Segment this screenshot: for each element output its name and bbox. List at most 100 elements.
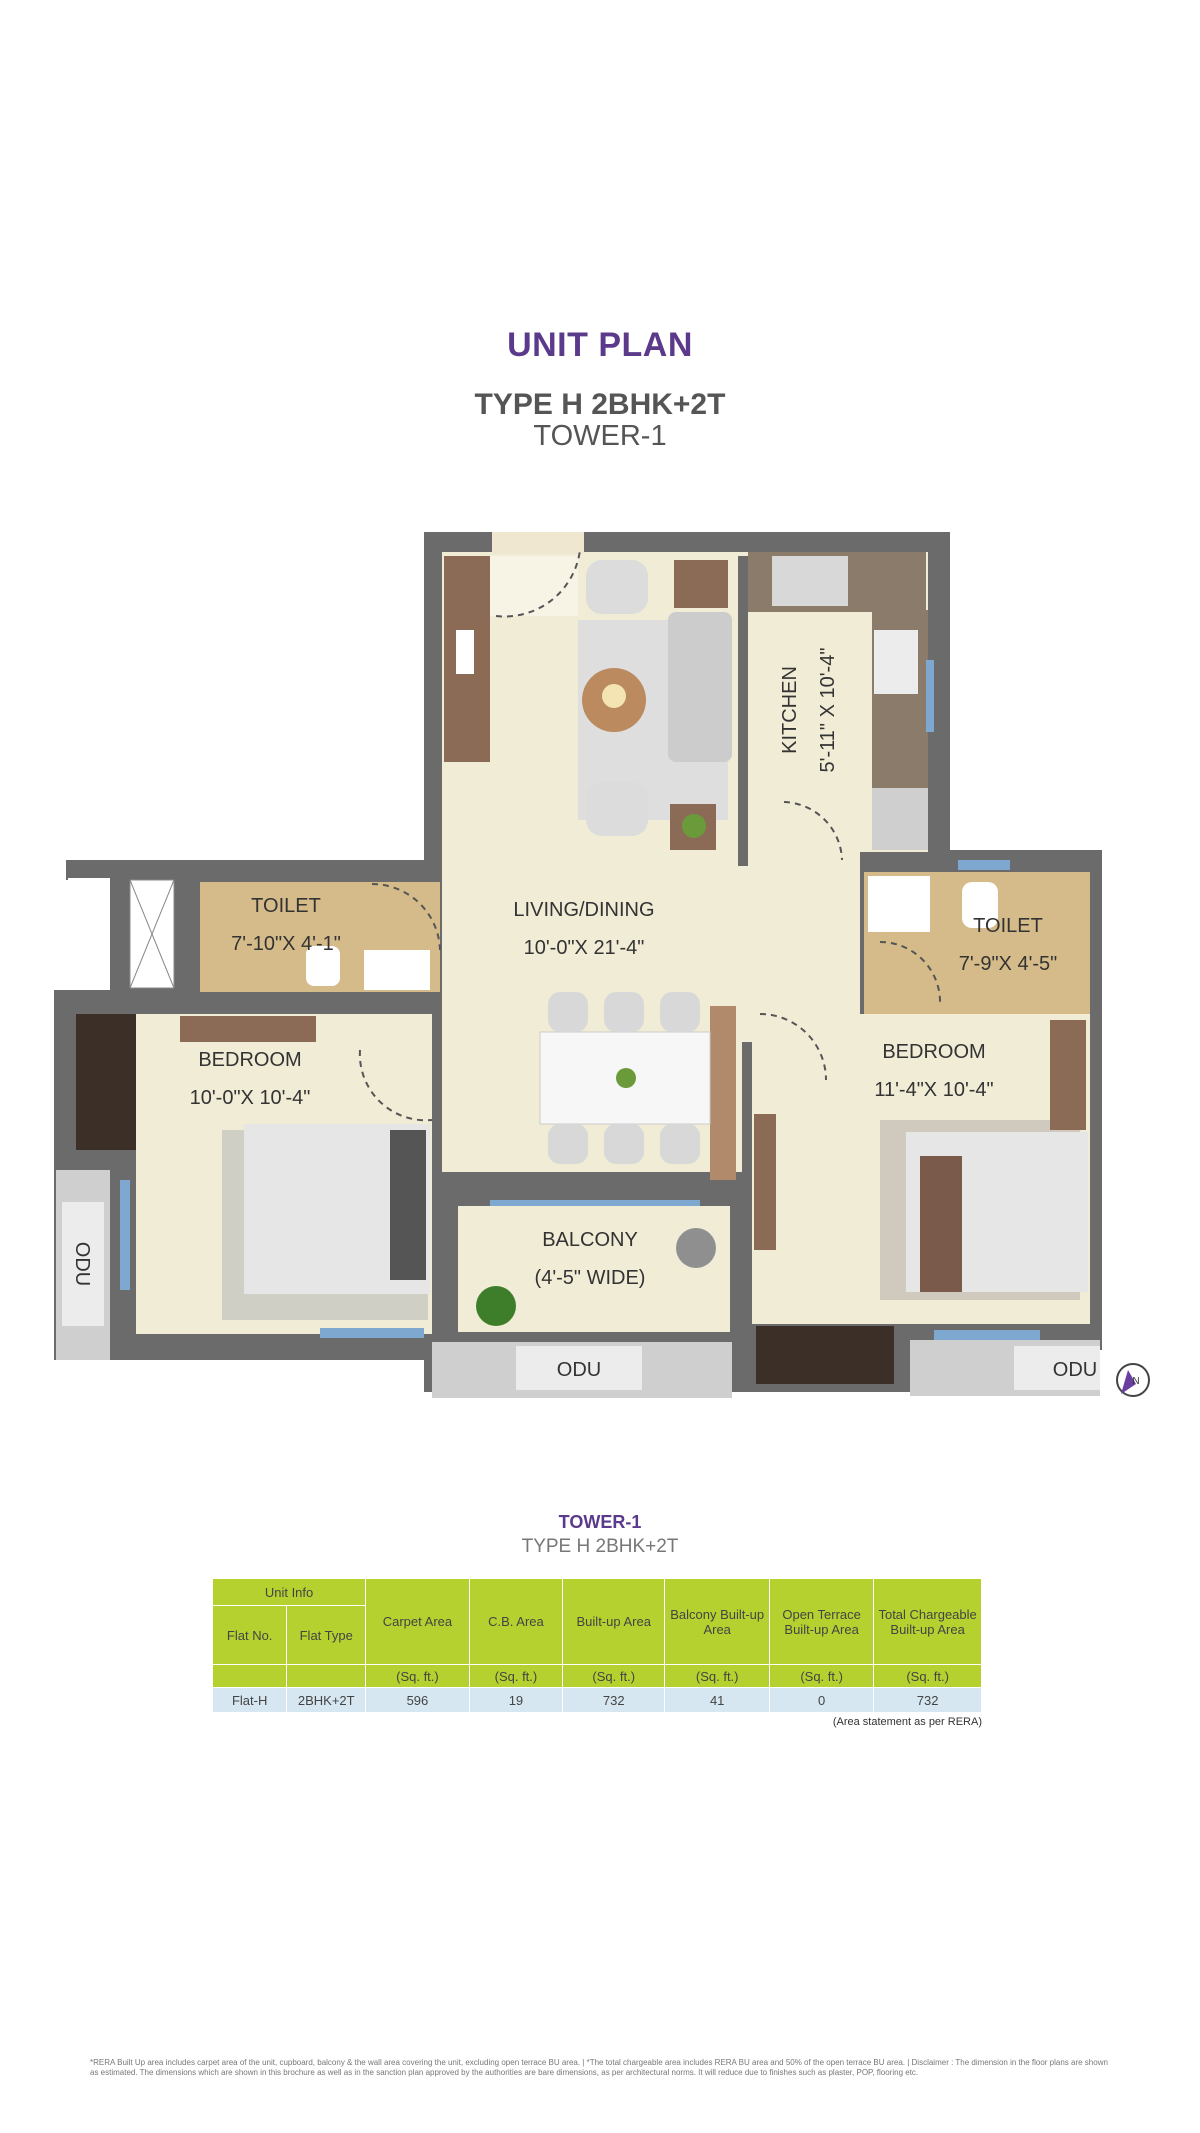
fridge: [872, 788, 928, 850]
table-subtitle: TYPE H 2BHK+2T: [521, 1536, 679, 1557]
odu-centre-unit: [516, 1346, 642, 1390]
entrance-door-swing: [495, 549, 581, 618]
balcony-chair: [676, 1228, 716, 1268]
label-balcony: BALCONY: [542, 1229, 638, 1251]
header-balcony-builtup-area: Balcony Built-up Area: [664, 1578, 771, 1665]
dining-chair-6: [660, 1124, 700, 1164]
toilet-right-window: [958, 860, 1010, 870]
coffee-table-decor: [602, 684, 626, 708]
compass-ring: [1116, 1363, 1150, 1397]
header-carpet-area: Carpet Area: [365, 1578, 470, 1665]
unit-info-header: Unit Info: [211, 1578, 367, 1606]
bedroom-right-dresser: [754, 1114, 776, 1250]
header-flat-no: Flat No.: [211, 1605, 288, 1665]
area-statement-table: Unit Info Carpet Area C.B. Area Built-up…: [211, 1578, 982, 1713]
plant-living: [682, 814, 706, 838]
bed-right-runner: [920, 1156, 962, 1292]
label-toilet-right: TOILET: [973, 915, 1043, 937]
size-bedroom-right: 11'-4"X 10'-4": [874, 1079, 993, 1101]
side-table-top: [674, 560, 728, 608]
unit-cell-builtup: (Sq. ft.): [562, 1664, 666, 1688]
cell-balcony-area: 41: [664, 1687, 771, 1713]
toilet-left-door-swing: [371, 883, 441, 951]
cell-flat-no: Flat-H: [211, 1687, 288, 1713]
unit-cell-carpet: (Sq. ft.): [365, 1664, 470, 1688]
size-balcony: (4'-5" WIDE): [535, 1267, 646, 1289]
balcony-sliding-door: [490, 1200, 700, 1206]
toilet-right-wc: [962, 882, 998, 928]
balcony-plant: [476, 1286, 516, 1326]
label-odu-centre: ODU: [557, 1359, 601, 1381]
compass-arrow: [1121, 1370, 1136, 1394]
bedroom-right-window: [934, 1330, 1040, 1340]
kitchen-wall: [738, 556, 748, 866]
unit-cell-total: (Sq. ft.): [873, 1664, 982, 1688]
label-bedroom-right: BEDROOM: [882, 1041, 985, 1063]
dining-table: [539, 1031, 711, 1125]
toilet-left-wc: [306, 946, 340, 986]
table-centrepiece: [616, 1068, 636, 1088]
hob: [772, 556, 848, 606]
toilet-left-basin: [364, 950, 430, 990]
north-compass-icon: N: [1116, 1363, 1150, 1397]
cell-cb-area: 19: [468, 1687, 564, 1713]
compass-letter: N: [1132, 1376, 1139, 1387]
wardrobe-right: [756, 1326, 894, 1384]
header-open-terrace-area: Open Terrace Built-up Area: [769, 1578, 875, 1665]
dining-chair-4: [548, 1124, 588, 1164]
tower-title: TOWER-1: [533, 420, 667, 452]
study-desk: [180, 1016, 316, 1042]
shaft-left: [68, 878, 110, 990]
odu-left-unit: [62, 1202, 104, 1326]
dining-sideboard: [710, 1006, 736, 1180]
dining-chair-3: [660, 992, 700, 1032]
size-bedroom-left: 10'-0"X 10'-4": [190, 1087, 311, 1109]
header-builtup-area: Built-up Area: [562, 1578, 666, 1665]
wardrobe-left: [76, 1014, 136, 1150]
size-kitchen: 5'-11" X 10'-4": [817, 648, 839, 773]
sink: [874, 630, 918, 694]
toilet-right-shower: [868, 876, 930, 932]
bedroom-left-window-bottom: [320, 1328, 424, 1338]
kitchen-window: [926, 660, 934, 732]
unit-cell-balcony: (Sq. ft.): [664, 1664, 771, 1688]
label-bedroom-left: BEDROOM: [198, 1049, 301, 1071]
unit-type-title: TYPE H 2BHK+2T: [474, 388, 726, 421]
kitchen-door-swing: [783, 801, 843, 861]
size-living-dining: 10'-0"X 21'-4": [524, 937, 645, 959]
size-toilet-right: 7'-9"X 4'-5": [959, 953, 1058, 975]
label-odu-right: ODU: [1053, 1359, 1097, 1381]
rera-note: (Area statement as per RERA): [832, 1716, 982, 1728]
label-living-dining: LIVING/DINING: [513, 899, 654, 921]
tv-unit-item: [456, 630, 474, 674]
dining-chair-5: [604, 1124, 644, 1164]
duct-cross-b: [129, 879, 175, 989]
label-kitchen: KITCHEN: [779, 666, 801, 754]
size-toilet-left: 7'-10"X 4'-1": [231, 933, 341, 955]
dining-chair-1: [548, 992, 588, 1032]
cell-builtup-area: 732: [562, 1687, 666, 1713]
armchair-bottom: [586, 782, 648, 836]
cell-flat-type: 2BHK+2T: [286, 1687, 367, 1713]
passage-floor: [742, 852, 860, 1042]
cell-terrace-area: 0: [769, 1687, 875, 1713]
table-title: TOWER-1: [558, 1512, 642, 1532]
header-flat-type: Flat Type: [286, 1605, 367, 1665]
floor-plan: TOILET 7'-10"X 4'-1" LIVING/DINING 10'-0…: [54, 532, 1150, 1398]
page-title: UNIT PLAN: [507, 326, 693, 364]
sofa: [668, 612, 732, 762]
bed-left-headboard: [390, 1130, 426, 1280]
disclaimer-footnote: *RERA Built Up area includes carpet area…: [90, 2058, 1108, 2077]
entrance-door: [492, 532, 584, 554]
cell-carpet-area: 596: [365, 1687, 470, 1713]
unit-cell-flat-no: [211, 1664, 288, 1688]
toilet-right-door-swing: [879, 941, 942, 1005]
bedroom-right-door-swing: [759, 1013, 827, 1081]
table-row: Flat-H 2BHK+2T 596 19 732 41 0 732: [211, 1687, 982, 1713]
unit-cell-flat-type: [286, 1664, 367, 1688]
bedroom-right-side-unit: [1050, 1020, 1086, 1130]
bedroom-left-window: [120, 1180, 130, 1290]
dining-chair-2: [604, 992, 644, 1032]
cell-total-area: 732: [873, 1687, 982, 1713]
unit-cell-terrace: (Sq. ft.): [769, 1664, 875, 1688]
